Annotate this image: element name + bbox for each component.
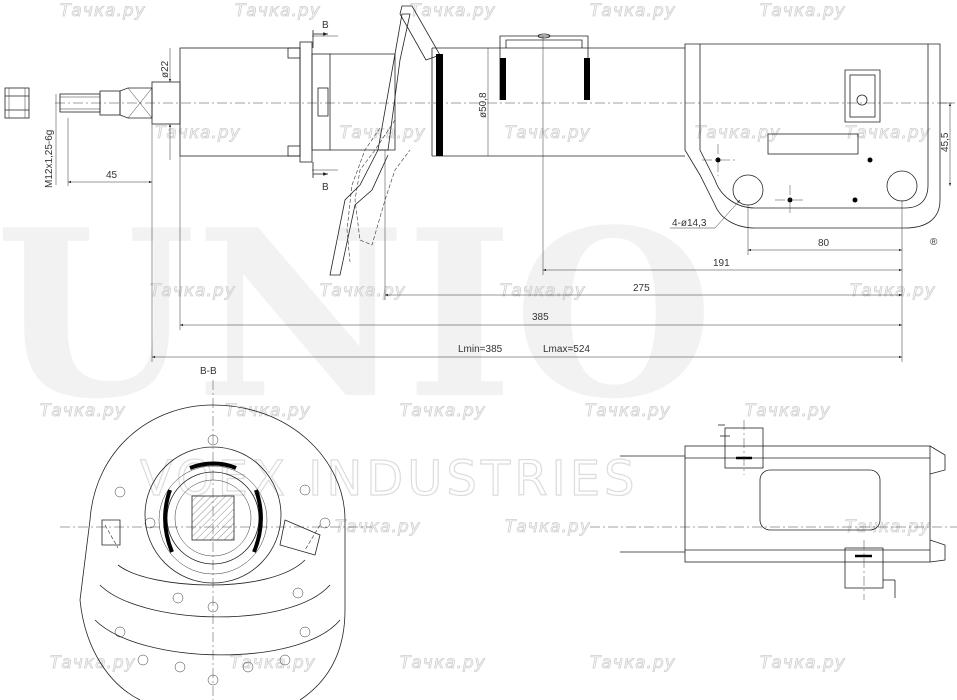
watermarks: Тачка.ру Тачка.ру Тачка.ру Тачка.ру Тачк… bbox=[40, 1, 936, 674]
watermark: Тачка.ру bbox=[150, 281, 236, 301]
bracket-hole bbox=[886, 170, 918, 202]
length-max-label: Lmax=524 bbox=[543, 344, 590, 355]
upper-mount bbox=[179, 35, 396, 171]
watermark: Тачка.ру bbox=[845, 123, 931, 143]
watermark: Тачка.ру bbox=[60, 1, 146, 21]
watermark: Тачка.ру bbox=[760, 653, 846, 673]
rod-end-label: 45 bbox=[106, 170, 118, 181]
bracket-hole bbox=[732, 174, 764, 206]
watermark: Тачка.ру bbox=[155, 123, 241, 143]
dimensions: ø22 ø50,8 M12x1,25-6g 45 45,5 4-ø14,3 8 bbox=[44, 36, 955, 362]
watermark: Тачка.ру bbox=[235, 1, 321, 21]
section-view-title: B-B bbox=[200, 366, 217, 377]
watermark: Тачка.ру bbox=[230, 653, 316, 673]
damper-tube bbox=[431, 33, 685, 157]
d385-label: 385 bbox=[532, 312, 549, 323]
watermark: Тачка.ру bbox=[695, 123, 781, 143]
bracket-offset-label: 45,5 bbox=[940, 132, 951, 152]
watermark: Тачка.ру bbox=[335, 517, 421, 537]
watermark: Тачка.ру bbox=[585, 401, 671, 421]
bracket-detail-view bbox=[590, 420, 957, 600]
brand-mark: UNIO bbox=[0, 180, 714, 450]
bolt-holes bbox=[114, 434, 331, 686]
watermark: Тачка.ру bbox=[590, 1, 676, 21]
spring-seat bbox=[329, 5, 441, 276]
watermark: Тачка.ру bbox=[760, 1, 846, 21]
watermark: Тачка.ру bbox=[40, 401, 126, 421]
thread-label: M12x1,25-6g bbox=[44, 130, 55, 188]
watermark: Тачка.ру bbox=[410, 1, 496, 21]
d275-label: 275 bbox=[633, 283, 650, 294]
section-marks: B B bbox=[312, 20, 329, 193]
registered-mark: ® bbox=[930, 237, 938, 248]
watermark: Тачка.ру bbox=[745, 401, 831, 421]
watermark: Тачка.ру bbox=[590, 653, 676, 673]
d191-label: 191 bbox=[713, 258, 730, 269]
hole-spacing-label: 80 bbox=[818, 238, 830, 249]
watermark: Тачка.ру bbox=[500, 281, 586, 301]
section-view-b-b: B-B bbox=[60, 366, 372, 700]
watermark: Тачка.ру bbox=[340, 123, 426, 143]
watermark: Тачка.ру bbox=[505, 517, 591, 537]
watermark: Тачка.ру bbox=[505, 123, 591, 143]
watermark: Тачка.ру bbox=[225, 401, 311, 421]
section-label-top: B bbox=[322, 20, 329, 31]
watermark: Тачка.ру bbox=[50, 653, 136, 673]
rod-diameter-label: ø22 bbox=[160, 60, 171, 78]
knuckle-bracket bbox=[684, 43, 941, 229]
watermark: Тачка.ру bbox=[400, 401, 486, 421]
watermark: Тачка.ру bbox=[850, 281, 936, 301]
nut-icon bbox=[4, 87, 30, 119]
strut-side-view: B B ø22 ø50,8 M12x1,25-6g 45 45,5 bbox=[4, 5, 955, 362]
length-min-label: Lmin=385 bbox=[458, 344, 503, 355]
bracket-holes-label: 4-ø14,3 bbox=[672, 218, 707, 229]
section-label-bottom: B bbox=[322, 182, 329, 193]
background-brand: UNIO ® VOEX INDUSTRIES bbox=[0, 180, 938, 508]
watermark: Тачка.ру bbox=[400, 653, 486, 673]
watermark: Тачка.ру bbox=[320, 281, 406, 301]
tube-diameter-label: ø50,8 bbox=[478, 92, 489, 118]
